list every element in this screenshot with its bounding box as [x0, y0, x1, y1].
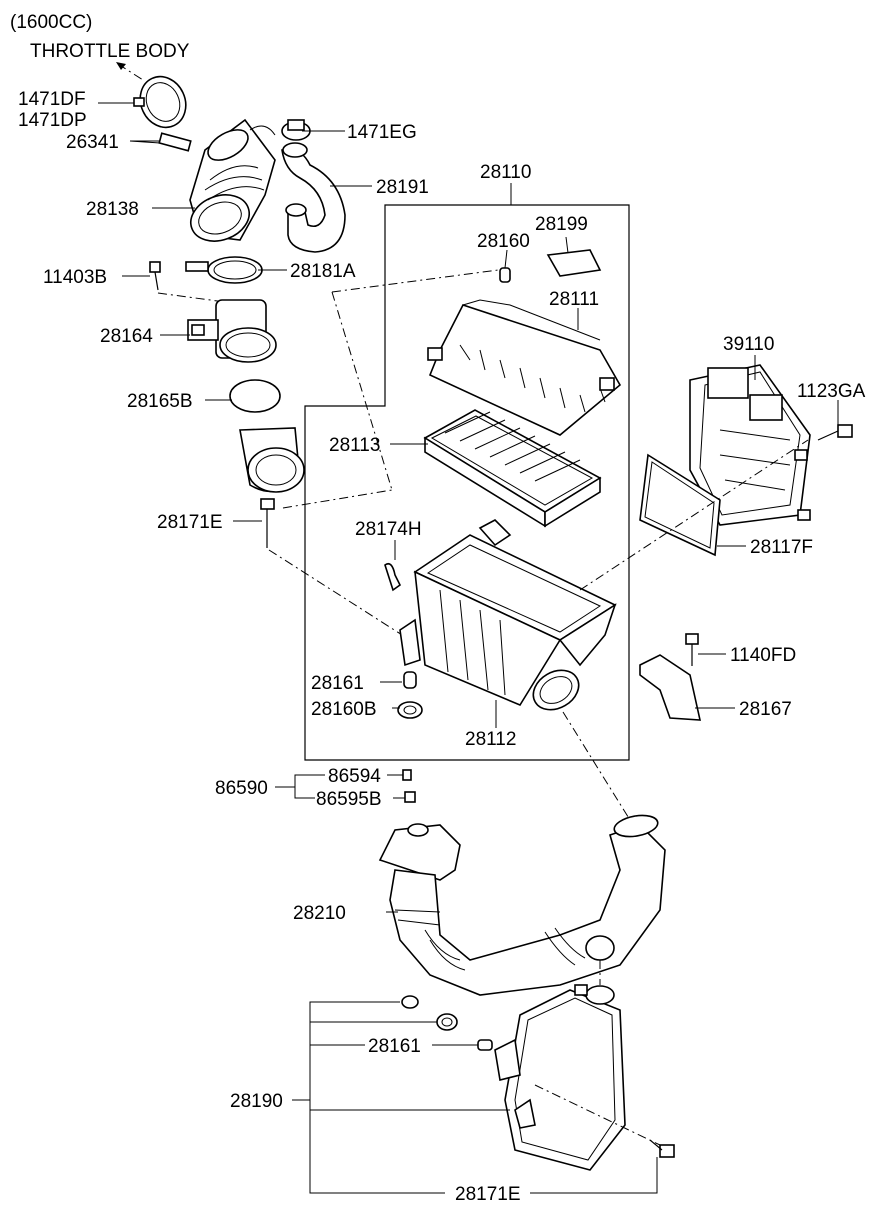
bolt-28171e-top	[260, 498, 275, 548]
label-28113: 28113	[329, 435, 380, 456]
label-1471df: 1471DF	[18, 89, 86, 110]
dash-left-vertical	[331, 291, 393, 491]
bolt-11403b	[149, 261, 161, 291]
grommet-bottom-1	[401, 995, 419, 1009]
bolt-28171e-bottom	[649, 1139, 675, 1158]
grommet-28160	[499, 267, 511, 283]
label-28190: 28190	[230, 1091, 283, 1112]
dash-11403b	[157, 292, 226, 303]
label-39110: 39110	[723, 334, 774, 355]
filter-element-28113	[423, 409, 602, 528]
throttle-body-note: THROTTLE BODY	[30, 41, 190, 62]
hose-clamp-28181a	[185, 256, 263, 284]
label-1471dp: 1471DP	[18, 110, 87, 131]
grommet-28160b	[397, 701, 423, 719]
label-28160: 28160	[477, 231, 530, 252]
dash-resonator-bolt	[534, 1084, 661, 1146]
air-duct-28210	[378, 814, 666, 996]
label-28199: 28199	[535, 214, 588, 235]
label-28110: 28110	[480, 162, 531, 183]
throttle-body-arrow	[116, 62, 144, 81]
dash-adapter	[282, 489, 393, 509]
label-28164: 28164	[100, 326, 153, 347]
label-28171e-top: 28171E	[157, 512, 223, 533]
label-28165b: 28165B	[127, 391, 193, 412]
label-86590: 86590	[215, 778, 268, 799]
label-1123ga: 1123GA	[797, 381, 866, 402]
dash-ecu	[579, 439, 809, 591]
label-28191: 28191	[376, 177, 429, 198]
gasket-28165b	[229, 379, 281, 413]
label-28138: 28138	[86, 199, 139, 220]
duct-adapter	[239, 427, 305, 493]
grommet-28161-bottom	[477, 1039, 493, 1051]
label-28117f: 28117F	[750, 537, 813, 558]
label-28199	[546, 249, 602, 277]
hose-clamp-1471df	[133, 75, 187, 129]
label-28167: 28167	[739, 699, 792, 720]
intake-hose-28138	[189, 118, 276, 242]
resonator-28190	[494, 984, 626, 1171]
bolt-1140fd	[685, 633, 699, 666]
label-28160b: 28160B	[311, 699, 377, 720]
grommet-86595b	[404, 791, 416, 803]
grommet-28161-top	[403, 671, 417, 689]
label-11403b: 11403B	[43, 267, 107, 288]
label-1471eg: 1471EG	[347, 122, 417, 143]
label-26341: 26341	[66, 132, 119, 153]
air-cleaner-assembly-outline	[304, 204, 630, 761]
label-86594: 86594	[328, 766, 381, 787]
label-28181a: 28181A	[290, 261, 356, 282]
clip-28174h	[384, 562, 402, 592]
label-86595b: 86595B	[316, 789, 382, 810]
label-28171e-bottom: 28171E	[455, 1184, 521, 1205]
bracket-28117f	[639, 453, 721, 557]
dash-case-duct	[562, 711, 631, 821]
ecu-39110	[689, 364, 811, 526]
bolt-1123ga	[817, 424, 853, 441]
airflow-sensor-28164	[187, 299, 277, 363]
label-28174h: 28174H	[355, 519, 422, 540]
dash-top-horizontal	[331, 269, 499, 293]
air-cleaner-case-28112	[399, 519, 617, 711]
hose-clamp-1471eg	[281, 119, 311, 141]
dash-28171e-top	[268, 549, 411, 641]
label-28161-bottom: 28161	[368, 1036, 421, 1057]
grommet-bottom-2	[436, 1013, 458, 1031]
engine-spec-label: (1600CC)	[10, 12, 92, 33]
air-cleaner-cover-28111	[427, 299, 622, 436]
breather-hose-28191	[281, 142, 346, 253]
pin-26341	[129, 132, 192, 152]
screw-86594	[402, 769, 412, 781]
label-1140fd: 1140FD	[730, 645, 796, 666]
label-28161-top: 28161	[311, 673, 364, 694]
label-28112: 28112	[465, 729, 516, 750]
leader-lines	[98, 102, 839, 1194]
label-28210: 28210	[293, 903, 346, 924]
bracket-28167	[639, 654, 702, 721]
label-28111: 28111	[549, 289, 599, 310]
